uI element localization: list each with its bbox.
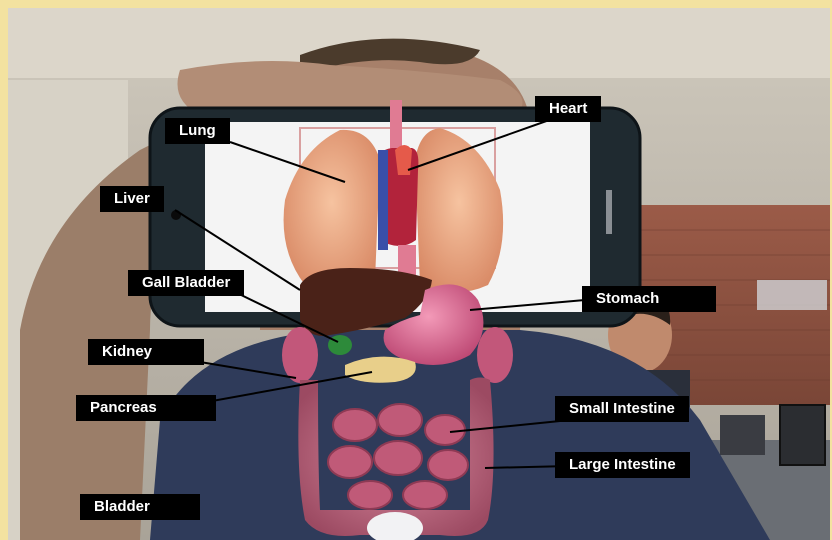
wall-sign — [757, 280, 827, 310]
vena-cava — [378, 150, 388, 250]
label-gall-bladder: Gall Bladder — [128, 270, 244, 296]
label-kidney: Kidney — [88, 339, 204, 365]
label-stomach: Stomach — [582, 286, 716, 312]
label-pancreas: Pancreas — [76, 395, 216, 421]
label-lung: Lung — [165, 118, 230, 144]
monitor — [780, 405, 825, 465]
label-large-intestine: Large Intestine — [555, 452, 690, 478]
phone-brand-mark — [606, 190, 612, 234]
label-small-intestine: Small Intestine — [555, 396, 689, 422]
kidney-left — [282, 327, 318, 383]
label-heart: Heart — [535, 96, 601, 122]
monitor-2 — [720, 415, 765, 455]
kidney-right — [477, 327, 513, 383]
label-liver: Liver — [100, 186, 164, 212]
label-bladder: Bladder — [80, 494, 200, 520]
